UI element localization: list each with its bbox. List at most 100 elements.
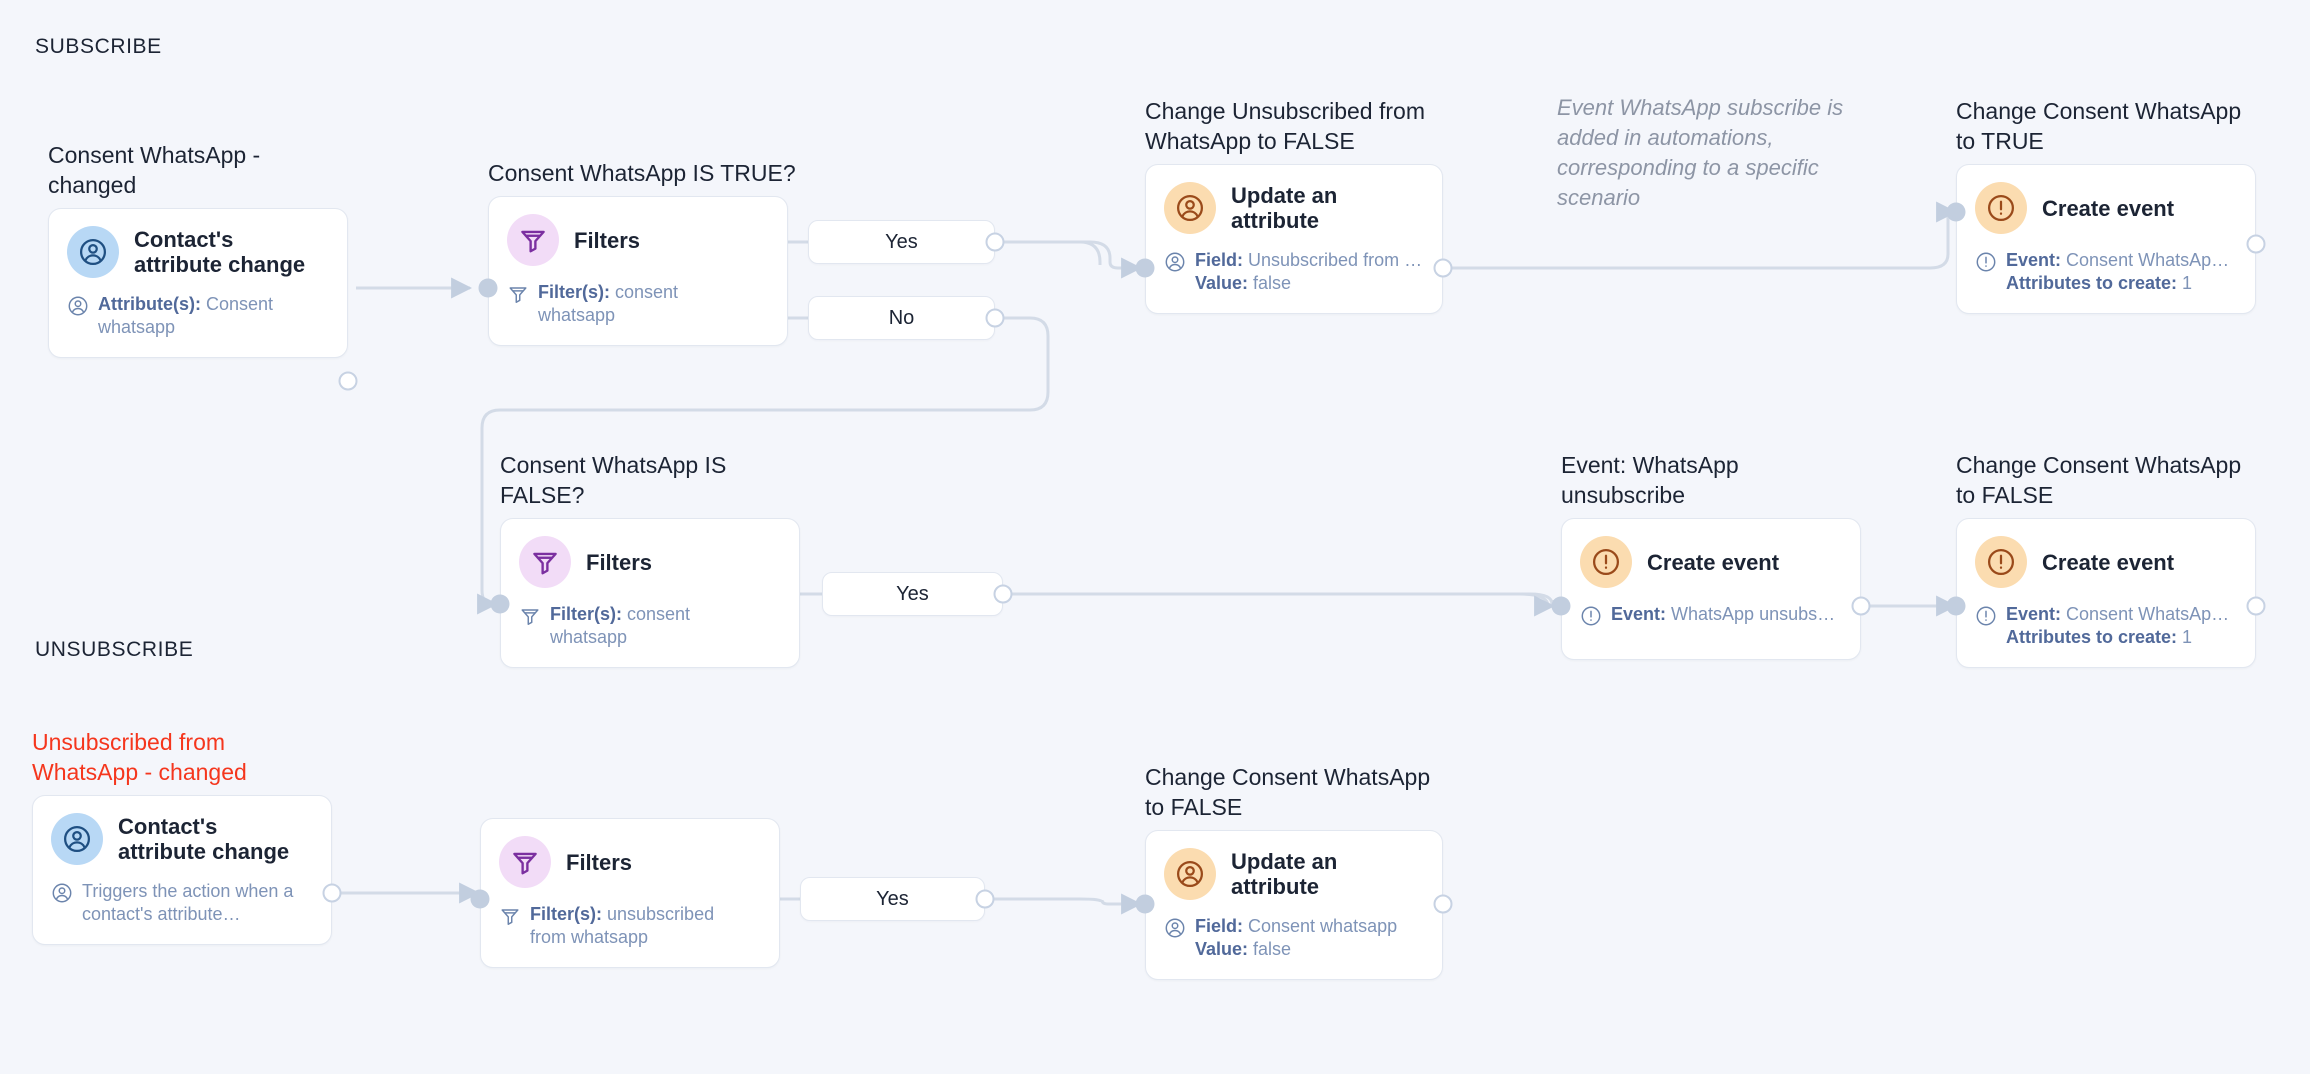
branch-yes-top-port[interactable] [985, 232, 1005, 252]
input-port[interactable] [1946, 202, 1966, 222]
node-caption: Consent WhatsApp IS FALSE? [500, 452, 727, 508]
node-caption: Consent WhatsApp - changed [48, 142, 261, 198]
node-caption: Change Consent WhatsApp to FALSE [1956, 452, 2242, 508]
node-update-unsubscribed-false[interactable]: Change Unsubscribed from WhatsApp to FAL… [1135, 96, 1453, 314]
update-attribute-icon [1164, 182, 1216, 234]
node-card[interactable]: Filters Filter(s): unsubscribed from wha… [480, 818, 780, 968]
output-port[interactable] [2246, 596, 2266, 616]
branch-no-top-port[interactable] [985, 308, 1005, 328]
card-title: Create event [2042, 195, 2175, 221]
node-card[interactable]: Contact's attribute change Attribute(s):… [48, 208, 348, 358]
create-event-small-icon [1975, 251, 1997, 273]
branch-yes-mid-port[interactable] [993, 584, 1013, 604]
body-value-2: 1 [2182, 273, 2193, 293]
node-trigger-unsubscribed-changed[interactable]: Unsubscribed from WhatsApp - changed Con… [32, 727, 342, 945]
card-title: Update an attribute [1231, 183, 1338, 233]
input-port[interactable] [1135, 894, 1155, 914]
card-body: Filter(s): unsubscribed from whatsapp [499, 903, 761, 949]
output-port[interactable] [1433, 258, 1453, 278]
output-port[interactable] [322, 883, 342, 903]
body-key: Filter(s): [550, 604, 622, 624]
output-port[interactable] [338, 371, 358, 391]
branch-pill-no-top[interactable]: No [808, 296, 995, 340]
branch-yes-bottom-port[interactable] [975, 889, 995, 909]
body-key: Filter(s): [530, 904, 602, 924]
filter-icon [507, 214, 559, 266]
output-port[interactable] [2246, 234, 2266, 254]
card-header: Create event [1975, 536, 2237, 588]
card-title: Filters [586, 549, 653, 575]
output-port[interactable] [1433, 894, 1453, 914]
contact-attribute-icon [51, 813, 103, 865]
branch-pill-yes-top[interactable]: Yes [808, 220, 995, 264]
node-card[interactable]: Contact's attribute change Triggers the … [32, 795, 332, 945]
node-card[interactable]: Create event Event: Consent WhatsAp… [1956, 164, 2256, 314]
body-value: unsubscribed from whatsapp [530, 904, 715, 947]
filter-small-icon [507, 283, 529, 305]
node-card[interactable]: Update an attribute Field: Unsubscribed … [1145, 164, 1443, 314]
node-trigger-consent-changed[interactable]: Consent WhatsApp - changed Contact's att… [48, 140, 358, 391]
node-update-consent-false[interactable]: Change Consent WhatsApp to FALSE Update … [1135, 762, 1453, 980]
output-port[interactable] [1851, 596, 1871, 616]
input-port[interactable] [490, 594, 510, 614]
node-card[interactable]: Create event Event: Consent WhatsAp… [1956, 518, 2256, 668]
node-card[interactable]: Filters Filter(s): consent whatsapp [500, 518, 800, 668]
node-create-event-consent-false[interactable]: Change Consent WhatsApp to FALSE Create … [1946, 450, 2266, 668]
card-body: Filter(s): consent whatsapp [507, 281, 769, 327]
card-header: Filters [499, 836, 761, 888]
branch-pill-yes-bottom[interactable]: Yes [800, 877, 985, 921]
branch-pill-yes-mid[interactable]: Yes [822, 572, 1003, 616]
input-port[interactable] [1135, 258, 1155, 278]
node-caption: Change Consent WhatsApp to FALSE [1145, 764, 1431, 820]
annotation-note: Event WhatsApp subscribe is added in aut… [1557, 95, 1844, 210]
card-title: Filters [566, 849, 633, 875]
body-value-2: false [1253, 273, 1292, 293]
create-event-icon [1975, 536, 2027, 588]
filter-small-icon [499, 905, 521, 927]
node-caption: Change Consent WhatsApp to TRUE [1956, 98, 2242, 154]
node-create-event-consent-true[interactable]: Change Consent WhatsApp to TRUE Create e… [1946, 96, 2266, 314]
node-create-event-whatsapp-unsub[interactable]: Event: WhatsApp unsubscribe Create event [1551, 450, 1871, 660]
body-key: Field: [1195, 916, 1243, 936]
input-port[interactable] [1946, 596, 1966, 616]
body-key: Filter(s): [538, 282, 610, 302]
card-title: Contact's attribute change [134, 227, 306, 277]
body-key: Attribute(s): [98, 294, 201, 314]
card-header: Contact's attribute change [51, 813, 313, 865]
input-port[interactable] [1551, 596, 1571, 616]
node-filter-unsubscribed[interactable]: Filters Filter(s): unsubscribed from wha… [470, 818, 780, 968]
body-value-2: 1 [2182, 627, 2193, 647]
card-header: Update an attribute [1164, 848, 1424, 900]
body-key-2: Attributes to create: [2006, 627, 2178, 647]
node-card[interactable]: Create event Event: WhatsApp unsubs… [1561, 518, 1861, 660]
node-filter-consent-true[interactable]: Consent WhatsApp IS TRUE? Filters [478, 158, 796, 346]
contact-attribute-icon [67, 226, 119, 278]
node-card[interactable]: Filters Filter(s): consent whatsapp [488, 196, 788, 346]
node-card[interactable]: Update an attribute Field: Consent whats… [1145, 830, 1443, 980]
body-value: Consent WhatsAp… [2066, 604, 2230, 624]
body-value: consent whatsapp [550, 604, 691, 647]
card-body: Filter(s): consent whatsapp [519, 603, 781, 649]
node-filter-consent-false[interactable]: Consent WhatsApp IS FALSE? Filters [490, 450, 800, 668]
card-body: Event: Consent WhatsAp… Attributes to cr… [1975, 249, 2237, 295]
card-body: Event: WhatsApp unsubs… [1580, 603, 1842, 627]
card-header: Filters [519, 536, 781, 588]
card-title: Filters [574, 227, 641, 253]
card-header: Filters [507, 214, 769, 266]
node-caption: Consent WhatsApp IS TRUE? [488, 160, 796, 186]
create-event-small-icon [1975, 605, 1997, 627]
input-port[interactable] [478, 278, 498, 298]
card-header: Update an attribute [1164, 182, 1424, 234]
body-value: Triggers the action when a contact's att… [82, 881, 294, 924]
contact-attribute-small-icon [51, 882, 73, 904]
body-value: Consent whatsapp [1248, 916, 1398, 936]
body-value: WhatsApp unsubs… [1671, 604, 1836, 624]
section-label-subscribe: SUBSCRIBE [35, 35, 162, 58]
section-label-unsubscribe: UNSUBSCRIBE [35, 638, 194, 661]
body-value: Consent whatsapp [98, 294, 274, 337]
card-body: Field: Unsubscribed from … Value: false [1164, 249, 1424, 295]
body-value: Consent WhatsAp… [2066, 250, 2230, 270]
filter-icon [499, 836, 551, 888]
input-port[interactable] [470, 889, 490, 909]
